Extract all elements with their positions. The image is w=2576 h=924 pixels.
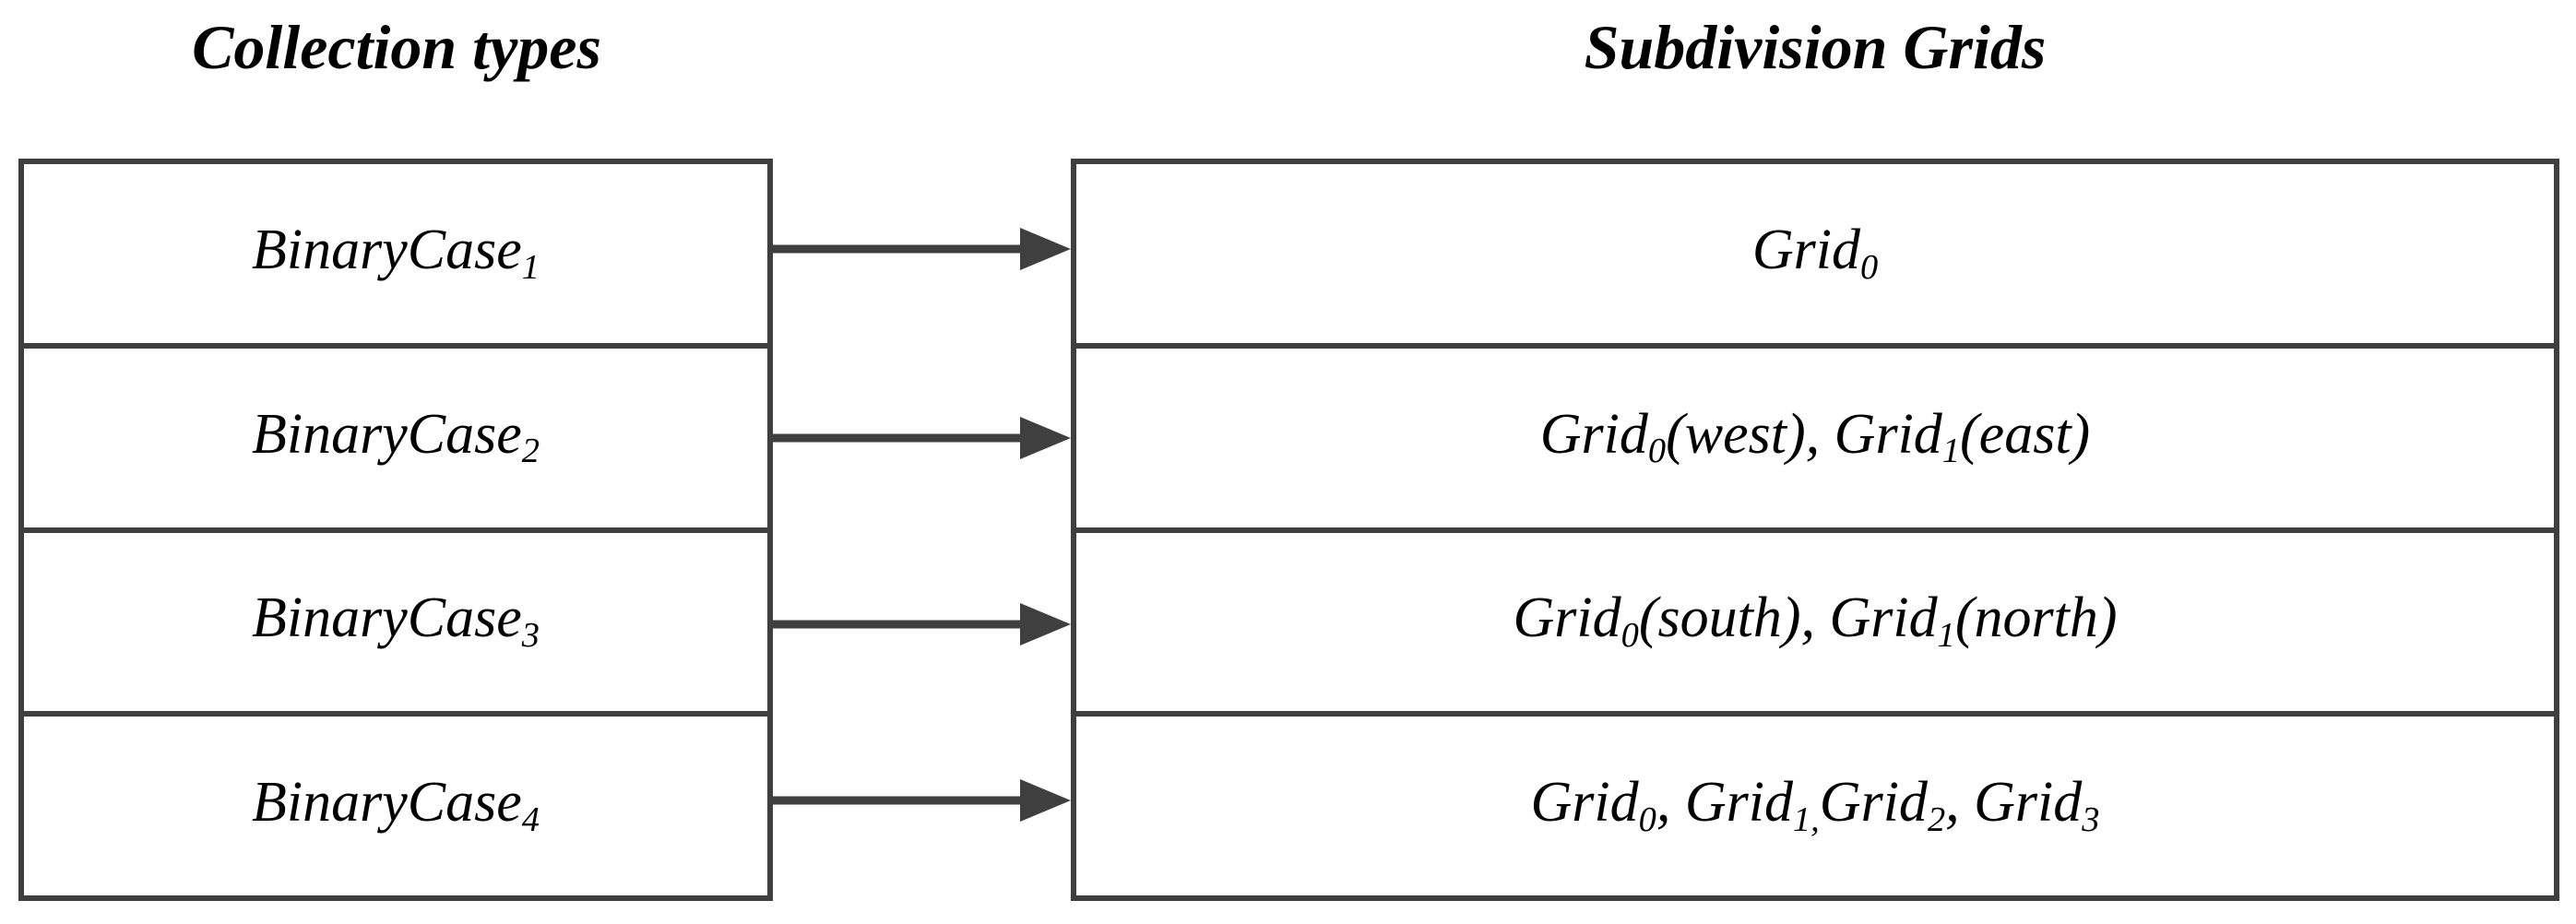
table-row[interactable]: BinaryCase3	[24, 532, 767, 717]
collection-type-label-1: BinaryCase1	[252, 218, 540, 287]
table-row[interactable]: Grid0(west), Grid1(east)	[1076, 348, 2554, 533]
subdivision-grid-label-3: Grid0(south), Grid1(north)	[1513, 586, 2118, 656]
table-row[interactable]: BinaryCase2	[24, 348, 767, 533]
table-row[interactable]: BinaryCase4	[24, 717, 767, 895]
collection-type-label-4: BinaryCase4	[252, 771, 540, 839]
subdivision-grid-label-2: Grid0(west), Grid1(east)	[1539, 402, 2091, 471]
collection-type-label-2: BinaryCase2	[252, 402, 540, 471]
table-row[interactable]: BinaryCase1	[24, 164, 767, 349]
arrow-right-icon-row-1	[773, 221, 1071, 277]
column-title-subdivision-grids: Subdivision Grids	[1584, 12, 2047, 82]
subdivision-grid-label-4: Grid0, Grid1,Grid2, Grid3	[1530, 771, 2100, 839]
subdivision-grid-label-1: Grid0	[1751, 218, 1879, 287]
table-row[interactable]: Grid0	[1076, 164, 2554, 349]
arrow-right-icon-row-3	[773, 597, 1071, 652]
table-row[interactable]: Grid0, Grid1,Grid2, Grid3	[1076, 717, 2554, 895]
collection-type-label-3: BinaryCase3	[252, 586, 540, 656]
column-title-collection-types: Collection types	[192, 12, 601, 82]
arrow-right-icon-row-4	[773, 773, 1071, 828]
table-row[interactable]: Grid0(south), Grid1(north)	[1076, 532, 2554, 717]
collection-types-table: BinaryCase1 BinaryCase2 BinaryCase3 Bina…	[18, 159, 773, 901]
subdivision-grids-table: Grid0 Grid0(west), Grid1(east) Grid0(sou…	[1071, 159, 2559, 901]
arrow-right-icon-row-2	[773, 410, 1071, 466]
